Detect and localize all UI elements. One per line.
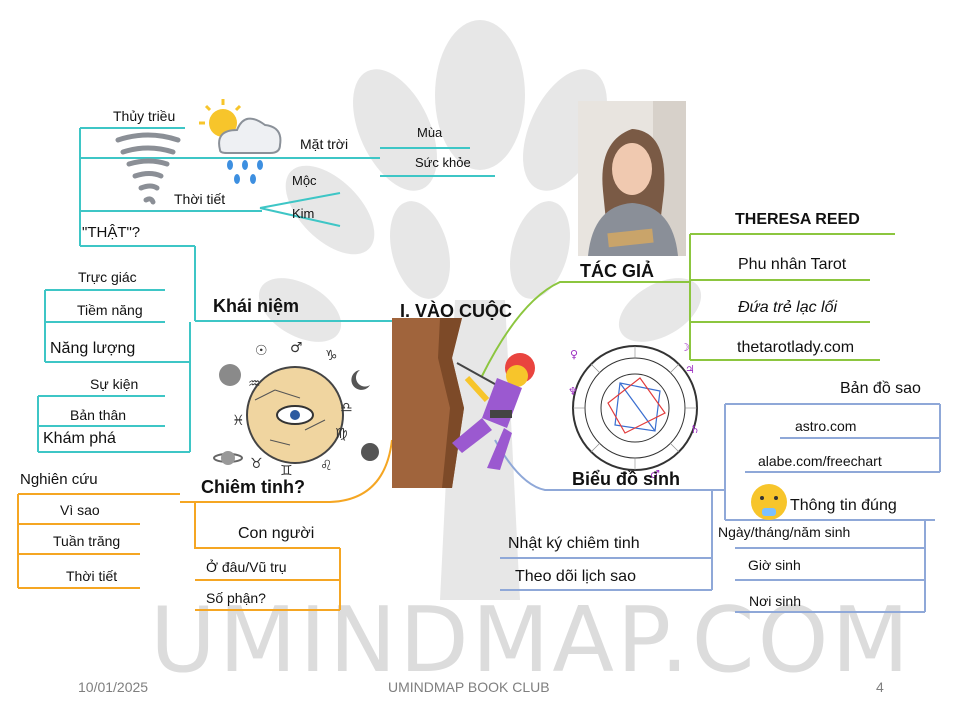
node-theo-doi[interactable]: Theo dõi lịch sao	[515, 568, 636, 585]
node-mat-troi[interactable]: Mặt trời	[300, 136, 349, 152]
svg-text:♊: ♊	[280, 463, 293, 479]
svg-text:☉: ☉	[255, 343, 268, 359]
svg-text:♀: ♀	[570, 348, 578, 361]
node-nhat-ky[interactable]: Nhật ký chiêm tinh	[508, 535, 640, 552]
climber-icon	[392, 318, 535, 488]
svg-text:♒: ♒	[248, 376, 261, 392]
node-kim[interactable]: Kim	[292, 206, 315, 221]
node-su-kien[interactable]: Sự kiện	[90, 376, 139, 392]
svg-text:♓: ♓	[232, 413, 245, 429]
node-vi-sao[interactable]: Vì sao	[60, 502, 100, 518]
node-noi-sinh[interactable]: Nơi sinh	[749, 593, 801, 609]
node-nghien-cuu[interactable]: Nghiên cứu	[20, 471, 98, 488]
node-tuan-trang[interactable]: Tuần trăng	[53, 533, 121, 549]
svg-text:♂: ♂	[290, 340, 303, 356]
node-tiem-nang[interactable]: Tiềm năng	[77, 302, 143, 318]
node-khai-niem[interactable]: Khái niệm	[213, 296, 300, 316]
svg-text:♎: ♎	[340, 400, 353, 416]
footer-date: 10/01/2025	[78, 679, 149, 695]
svg-text:☽: ☽	[680, 341, 690, 354]
node-nang-luong[interactable]: Năng lượng	[50, 340, 136, 357]
node-kham-pha[interactable]: Khám phá	[43, 430, 116, 447]
center-topic[interactable]: I. VÀO CUỘC	[400, 301, 513, 321]
node-thuy-trieu[interactable]: Thủy triều	[113, 108, 176, 124]
node-that[interactable]: "THẬT"?	[82, 224, 141, 241]
node-thetarotlady[interactable]: thetarotlady.com	[737, 339, 855, 356]
node-suc-khoe[interactable]: Sức khỏe	[415, 155, 471, 170]
node-moc[interactable]: Mộc	[292, 173, 317, 188]
node-ban-do-sao[interactable]: Bản đồ sao	[840, 380, 921, 397]
node-truc-giac[interactable]: Trực giác	[78, 269, 137, 285]
node-dua-tre-lac-loi[interactable]: Đứa trẻ lạc lối	[738, 299, 838, 316]
node-mua[interactable]: Mùa	[417, 125, 443, 140]
node-phu-nhan-tarot[interactable]: Phu nhân Tarot	[738, 256, 847, 273]
node-ban-than[interactable]: Bản thân	[70, 407, 127, 423]
footer-club: UMINDMAP BOOK CLUB	[388, 679, 550, 695]
svg-text:♌: ♌	[320, 458, 333, 474]
node-thong-tin-dung[interactable]: Thông tin đúng	[790, 497, 897, 514]
zodiac-wheel-icon: ☉ ♂ ♑ ♎ ♍♌ ♊ ♉ ♓ ♒	[213, 340, 379, 479]
node-tac-gia[interactable]: TÁC GIẢ	[580, 261, 654, 281]
footer-page-number: 4	[876, 679, 884, 695]
node-ngay-thang[interactable]: Ngày/tháng/năm sinh	[718, 524, 851, 540]
svg-text:♑: ♑	[325, 348, 338, 364]
svg-text:♃: ♃	[685, 363, 695, 376]
baby-icon	[751, 484, 787, 520]
node-so-phan[interactable]: Số phận?	[206, 590, 266, 606]
node-thoi-tiet-2[interactable]: Thời tiết	[66, 568, 118, 584]
node-o-dau[interactable]: Ở đâu/Vũ trụ	[206, 559, 287, 575]
svg-text:♍: ♍	[335, 426, 348, 442]
tornado-icon	[115, 132, 181, 205]
svg-text:♄: ♄	[690, 423, 700, 436]
svg-text:♉: ♉	[250, 456, 263, 472]
node-alabe[interactable]: alabe.com/freechart	[758, 453, 882, 469]
birth-chart-icon: ♆ ♃ ♄ ♂ ♀ ☽	[568, 341, 700, 481]
node-astro-com[interactable]: astro.com	[795, 418, 857, 434]
weather-icon	[199, 99, 282, 184]
node-thoi-tiet[interactable]: Thời tiết	[174, 191, 226, 207]
svg-text:♂: ♂	[650, 468, 660, 481]
node-con-nguoi[interactable]: Con người	[238, 525, 315, 542]
node-chiem-tinh[interactable]: Chiêm tinh?	[201, 477, 305, 497]
node-gio-sinh[interactable]: Giờ sinh	[748, 557, 801, 573]
watermark-text: UMINDMAP.COM	[150, 588, 913, 693]
author-photo	[578, 101, 686, 256]
node-theresa-reed[interactable]: THERESA REED	[735, 211, 860, 228]
svg-text:♆: ♆	[568, 385, 578, 398]
node-bieu-do-sinh[interactable]: Biểu đồ sinh	[572, 469, 680, 489]
